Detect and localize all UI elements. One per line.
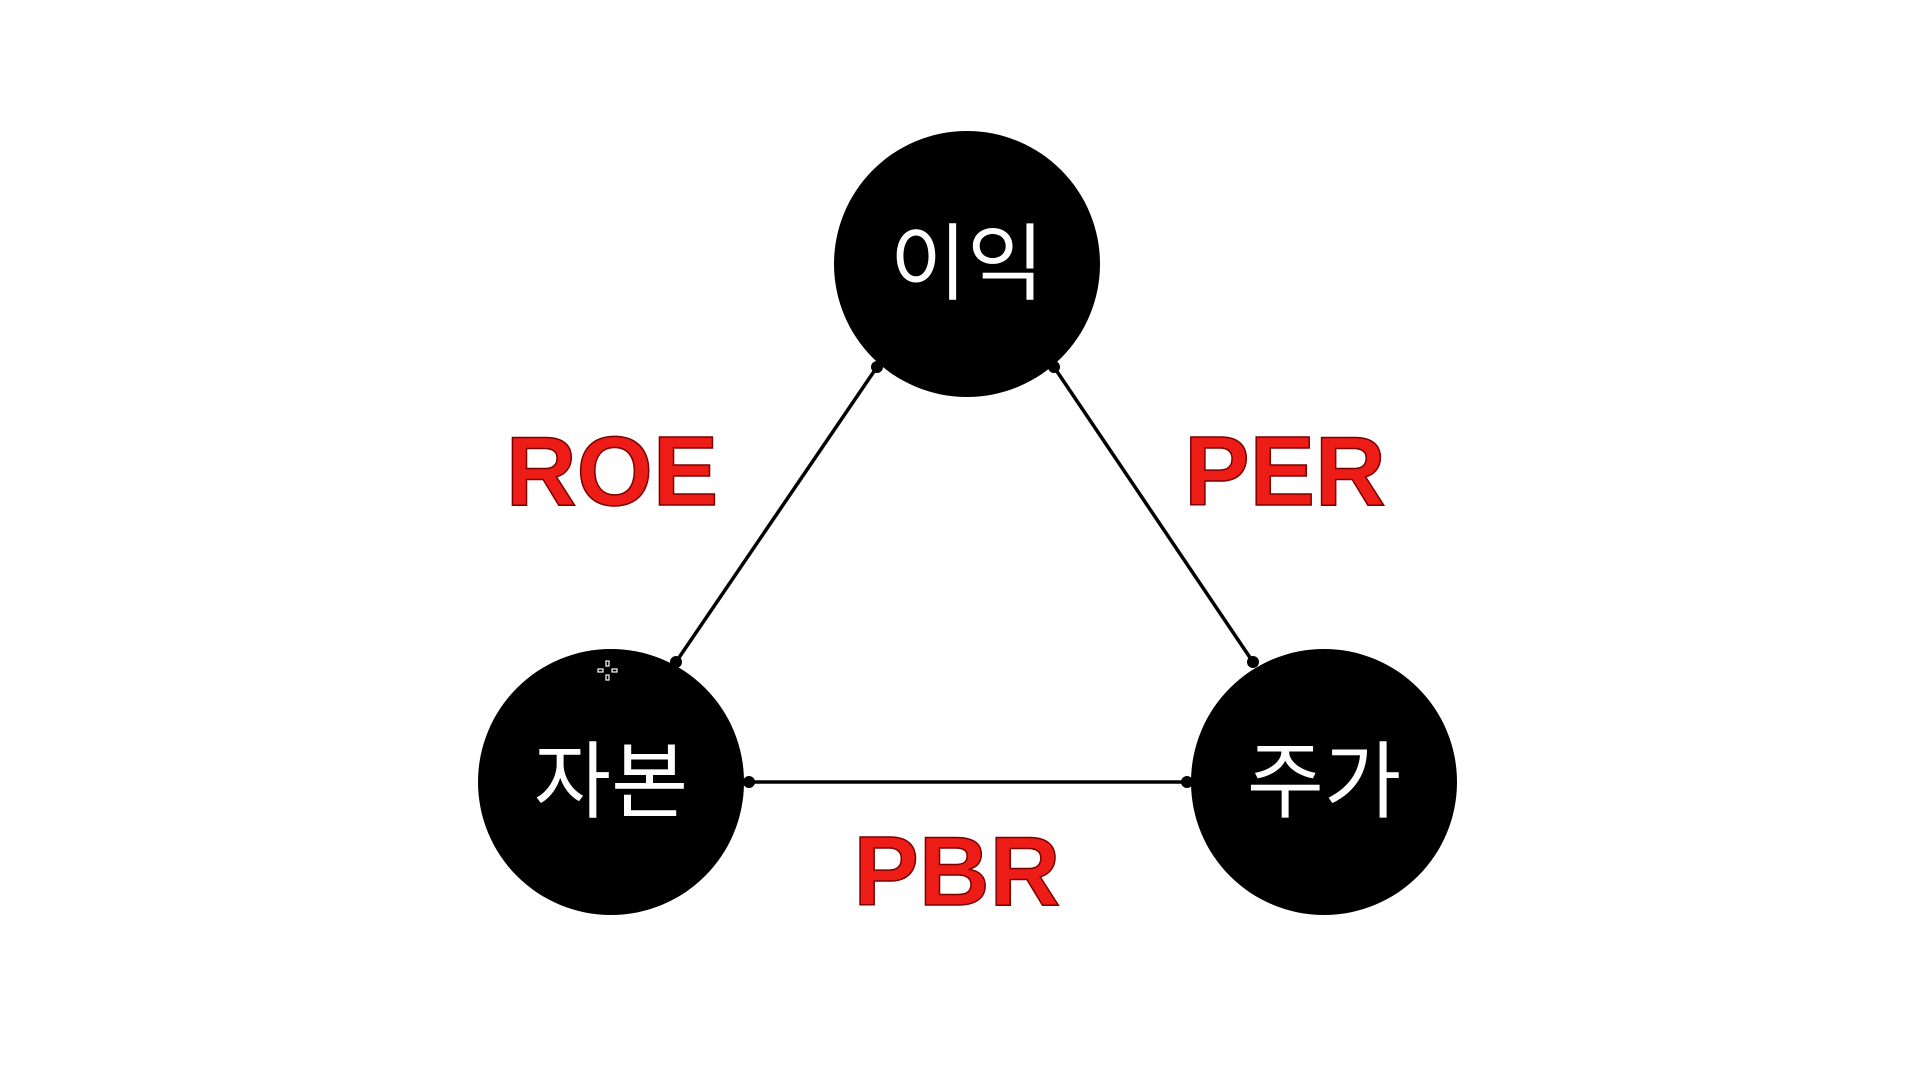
edge-endpoint-dot <box>1181 776 1193 788</box>
edge-label-per: PER <box>1184 416 1386 526</box>
node-profit-circle <box>834 131 1100 397</box>
edge-line-per <box>1052 366 1255 663</box>
edge-label-roe: ROE <box>506 416 718 526</box>
node-profit: 이익 <box>834 131 1100 397</box>
edge-label-pbr: PBR <box>854 816 1061 926</box>
node-capital-label: 자본 <box>534 733 689 831</box>
edge-endpoint-dot <box>1247 656 1259 668</box>
node-profit-label: 이익 <box>890 215 1045 313</box>
node-capital: 자본 <box>478 649 744 915</box>
node-stock-price-circle <box>1191 649 1457 915</box>
crosshair-cursor-icon <box>597 660 618 681</box>
edge-line-roe <box>674 366 879 663</box>
node-capital-circle <box>478 649 744 915</box>
node-stock-price-label: 주가 <box>1247 733 1402 831</box>
node-stock-price: 주가 <box>1191 649 1457 915</box>
edge-endpoint-dot <box>743 776 755 788</box>
